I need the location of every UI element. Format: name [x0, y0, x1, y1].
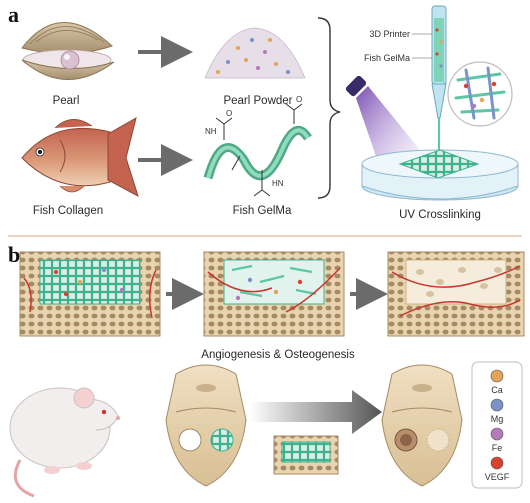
uv-crosslinking-label: UV Crosslinking: [399, 209, 481, 221]
pearl-powder-label: Pearl Powder: [223, 95, 292, 107]
angiogenesis-osteogenesis-label: Angiogenesis & Osteogenesis: [201, 349, 355, 361]
svg-text:HN: HN: [272, 179, 284, 188]
3d-printer-illustration: [412, 5, 447, 150]
implantation-progress-arrow: [250, 390, 382, 434]
bone-defect-stage-1: [19, 251, 161, 337]
gelma-network-zoom: [447, 61, 513, 127]
combine-brace: [317, 17, 341, 199]
implant-defect-detail: [273, 435, 339, 475]
legend-marker-vegf: [490, 456, 504, 470]
legend-marker-fe: [490, 427, 504, 441]
printer-label: 3D Printer: [369, 29, 410, 39]
svg-text:O: O: [296, 95, 302, 104]
printer-gelma-label: Fish GelMa: [364, 53, 410, 63]
uv-lamp-illustration: [345, 75, 420, 168]
bone-defect-stage-2: [203, 251, 345, 337]
petri-dish-illustration: [361, 149, 519, 201]
fish-gelma-illustration: NH HN O O: [203, 95, 312, 197]
svg-text:O: O: [226, 109, 232, 118]
pearl-label: Pearl: [53, 95, 80, 107]
panel-b-label: b: [8, 242, 20, 267]
legend-label-ca: Ca: [491, 385, 503, 395]
svg-text:NH: NH: [205, 127, 217, 136]
pearl-powder-illustration: [204, 27, 306, 79]
fish-illustration: [21, 116, 139, 198]
panel-a-label: a: [8, 2, 19, 27]
legend-box: [471, 361, 523, 489]
legend-marker-ca: [490, 369, 504, 383]
fish-collagen-label: Fish Collagen: [33, 205, 103, 217]
fish-gelma-label: Fish GelMa: [233, 205, 292, 217]
skull-implanted: [165, 364, 247, 487]
pearl-oyster-illustration: [21, 22, 115, 80]
legend-marker-mg: [490, 398, 504, 412]
rat-illustration: [9, 387, 120, 498]
legend-label-fe: Fe: [492, 443, 503, 453]
bone-defect-stage-3: [387, 251, 525, 337]
skull-healed: [381, 364, 463, 487]
legend-label-vegf: VEGF: [485, 472, 510, 482]
legend-label-mg: Mg: [491, 414, 504, 424]
